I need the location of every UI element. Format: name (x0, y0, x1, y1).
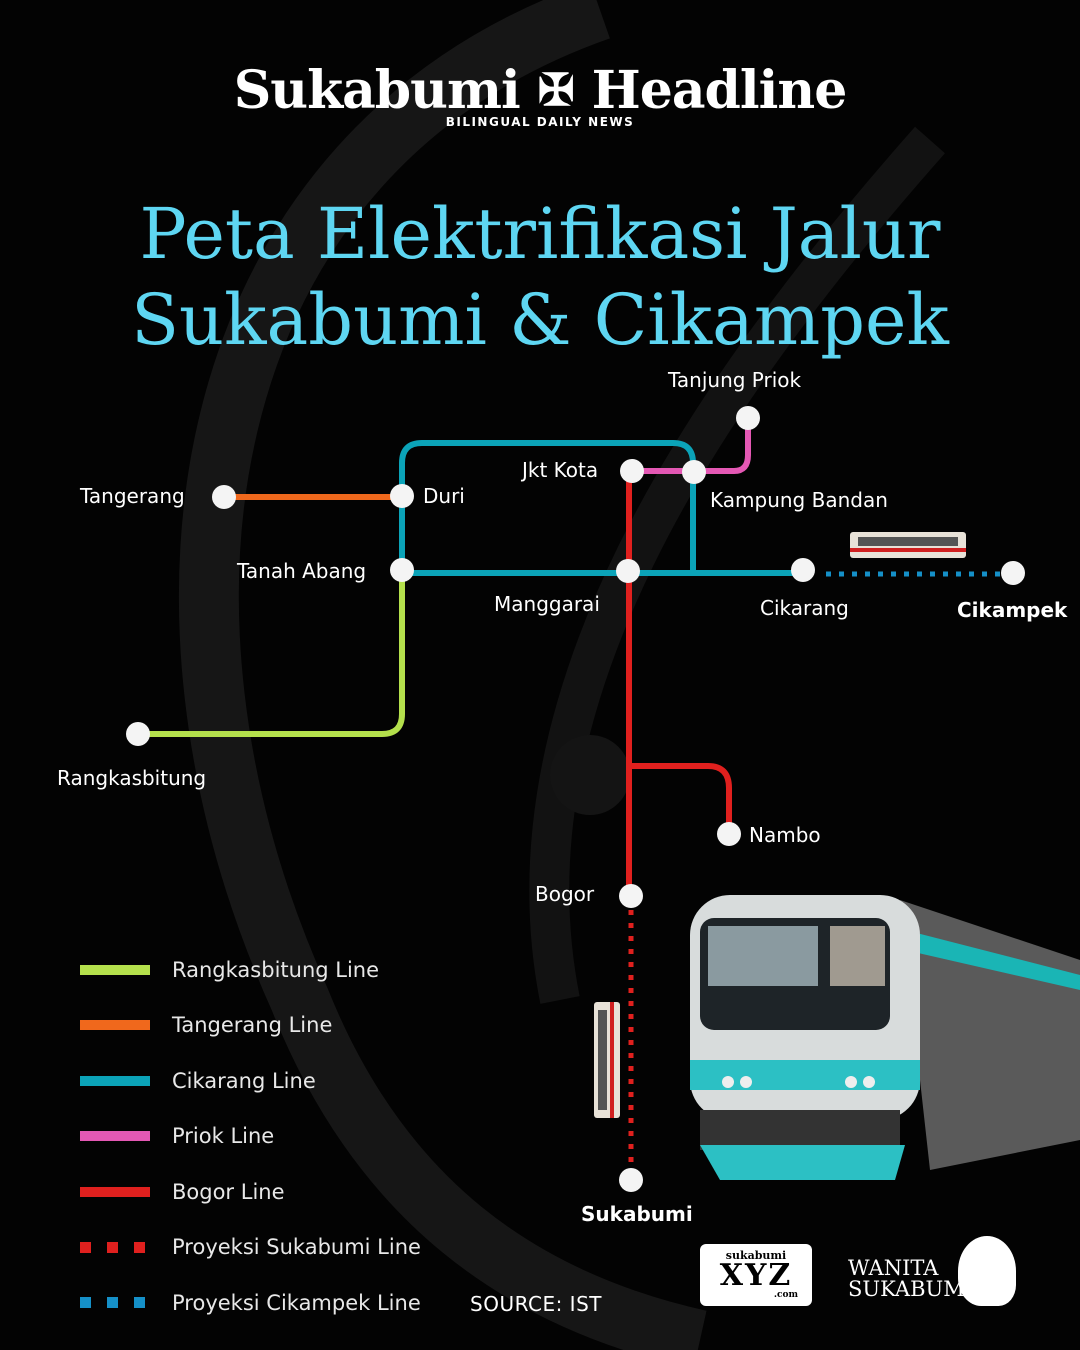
title-line-2: Sukabumi & Cikampek (131, 279, 949, 361)
legend-item-rangkasbitung: Rangkasbitung Line (80, 942, 421, 998)
station-dot-tanjung-priok[interactable] (736, 406, 760, 430)
station-dot-kampung-bandan[interactable] (682, 460, 706, 484)
commuter-train-illustration (690, 895, 1080, 1180)
label-cikarang: Cikarang (760, 596, 849, 620)
station-dot-jkt-kota[interactable] (620, 459, 644, 483)
station-dot-rangkasbitung[interactable] (126, 722, 150, 746)
legend-item-proyeksi-cikampek: Proyeksi Cikampek Line (80, 1275, 421, 1331)
label-kampung-bandan: Kampung Bandan (710, 488, 888, 512)
cikarang-line-loop (399, 440, 696, 576)
rangkasbitung-line (135, 569, 405, 737)
label-bogor: Bogor (535, 882, 595, 906)
legend-item-proyeksi-sukabumi: Proyeksi Sukabumi Line (80, 1220, 421, 1276)
station-dot-tangerang[interactable] (212, 485, 236, 509)
brand-left: Sukabumi (233, 60, 521, 121)
label-jkt-kota: Jkt Kota (520, 458, 598, 482)
train-icon-small-horizontal (850, 532, 966, 558)
tagline: BILINGUAL DAILY NEWS (445, 115, 635, 129)
nambo-branch (626, 763, 732, 837)
label-nambo: Nambo (749, 823, 821, 847)
title-line-1: Peta Elektrifikasi Jalur (139, 193, 941, 275)
woman-silhouette-icon (958, 1236, 1016, 1306)
station-dot-nambo[interactable] (717, 822, 741, 846)
legend-item-priok: Priok Line (80, 1109, 421, 1165)
station-dot-manggarai[interactable] (616, 559, 640, 583)
label-rangkasbitung: Rangkasbitung (57, 766, 206, 790)
legend-item-tangerang: Tangerang Line (80, 998, 421, 1054)
legend-item-cikarang: Cikarang Line (80, 1053, 421, 1109)
label-tangerang: Tangerang (79, 484, 185, 508)
train-icon-small-vertical (594, 1002, 620, 1118)
label-duri: Duri (423, 484, 465, 508)
eagle-icon: ✠ (537, 65, 575, 116)
label-tanjung-priok: Tanjung Priok (667, 368, 802, 392)
station-dot-tanah-abang[interactable] (390, 558, 414, 582)
masthead-logo: Sukabumi ✠ Headline BILINGUAL DAILY NEWS (0, 60, 1080, 129)
brand-right: Headline (591, 60, 848, 121)
station-dot-duri[interactable] (390, 484, 414, 508)
wanita-sukabumi-logo: WANITA SUKABUMI (848, 1256, 974, 1301)
label-cikampek: Cikampek (957, 598, 1068, 622)
label-manggarai: Manggarai (494, 592, 600, 616)
label-sukabumi: Sukabumi (581, 1202, 693, 1226)
legend-item-bogor: Bogor Line (80, 1164, 421, 1220)
label-tanah-abang: Tanah Abang (236, 559, 366, 583)
source-credit: SOURCE: IST (470, 1292, 602, 1316)
priok-line (629, 415, 751, 474)
station-dot-cikarang[interactable] (791, 558, 815, 582)
sukabumixyz-logo: sukabumi XYZ .com (700, 1244, 812, 1306)
legend: Rangkasbitung Line Tangerang Line Cikara… (80, 942, 421, 1331)
station-dot-cikampek[interactable] (1001, 561, 1025, 585)
station-dot-bogor[interactable] (619, 884, 643, 908)
station-dot-sukabumi[interactable] (619, 1168, 643, 1192)
